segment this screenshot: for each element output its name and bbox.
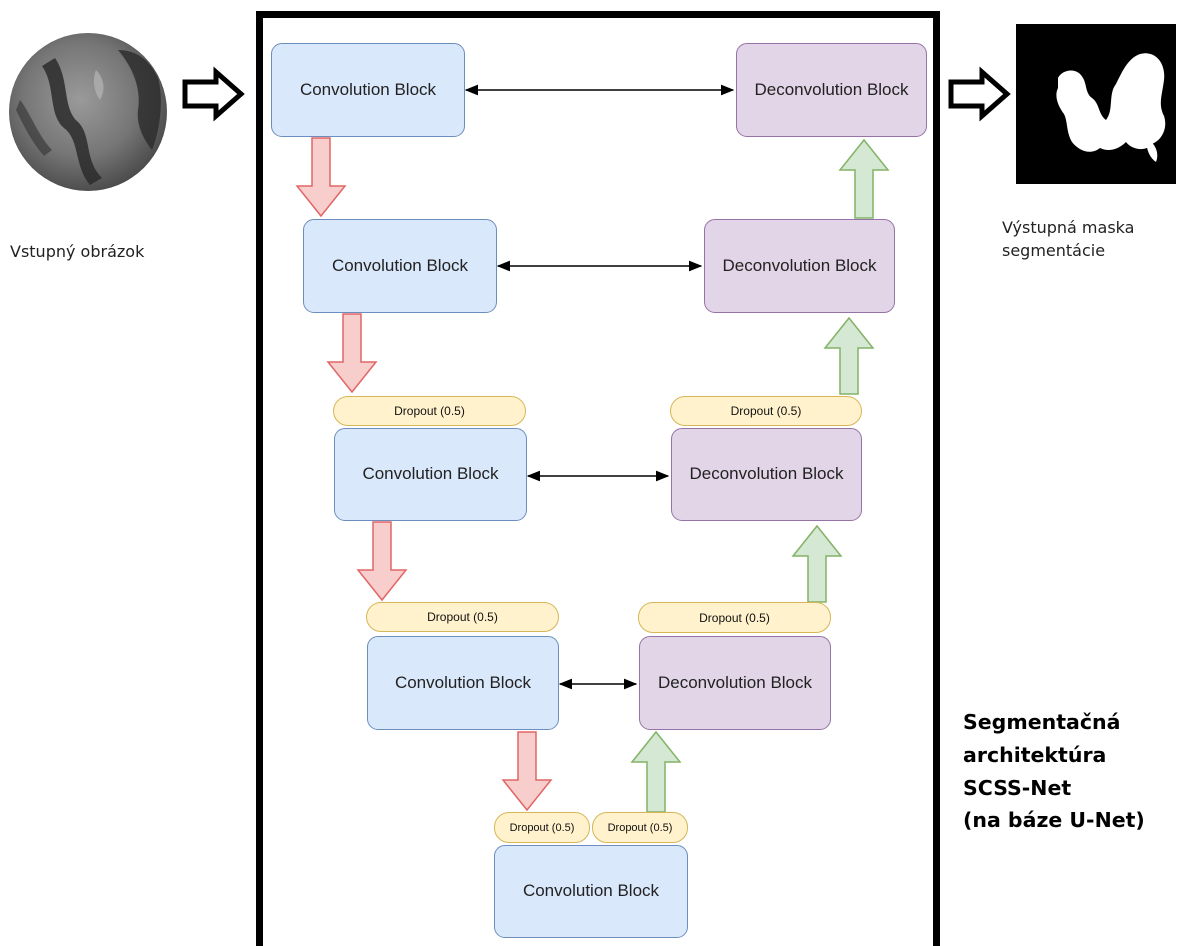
encoder-block-1: Convolution Block (271, 43, 465, 137)
encoder-block-bottleneck: Convolution Block (494, 845, 688, 938)
up-arrow-3 (823, 316, 875, 395)
down-arrow-2 (326, 313, 378, 394)
dropout-bottom-left: Dropout (0.5) (494, 812, 590, 843)
up-arrow-4 (838, 138, 890, 219)
up-arrow-1 (630, 730, 682, 813)
input-image-label: Vstupný obrázok (10, 242, 145, 261)
title-line-1: Segmentačná (963, 710, 1121, 734)
decoder-block-4: Deconvolution Block (639, 636, 831, 730)
output-mask-label: Výstupná maska segmentácie (1002, 218, 1135, 261)
dropout-bottom-right: Dropout (0.5) (592, 812, 688, 843)
up-arrow-2 (791, 524, 843, 603)
decoder-block-2: Deconvolution Block (704, 219, 895, 313)
title-line-4: (na báze U-Net) (963, 808, 1145, 833)
network-frame (256, 11, 940, 946)
input-image (9, 33, 167, 191)
dropout-enc-4: Dropout (0.5) (366, 602, 559, 632)
title-line-2: architektúra (963, 742, 1107, 767)
decoder-block-1: Deconvolution Block (736, 43, 927, 137)
encoder-block-3: Convolution Block (334, 428, 527, 521)
encoder-block-4: Convolution Block (367, 636, 559, 730)
decoder-block-3: Deconvolution Block (671, 428, 862, 521)
dropout-enc-3: Dropout (0.5) (333, 396, 526, 426)
output-hollow-arrow (948, 66, 1011, 122)
dropout-dec-3: Dropout (0.5) (670, 396, 862, 426)
down-arrow-3 (356, 521, 408, 602)
input-hollow-arrow (182, 66, 245, 122)
down-arrow-4 (501, 731, 553, 812)
down-arrow-1 (295, 137, 347, 218)
architecture-title: Segmentačná architektúra SCSS-Net (na bá… (963, 706, 1173, 837)
output-mask-image (1016, 24, 1176, 184)
dropout-dec-4: Dropout (0.5) (638, 602, 831, 633)
encoder-block-2: Convolution Block (303, 219, 497, 313)
title-line-3: SCSS-Net (963, 775, 1072, 800)
